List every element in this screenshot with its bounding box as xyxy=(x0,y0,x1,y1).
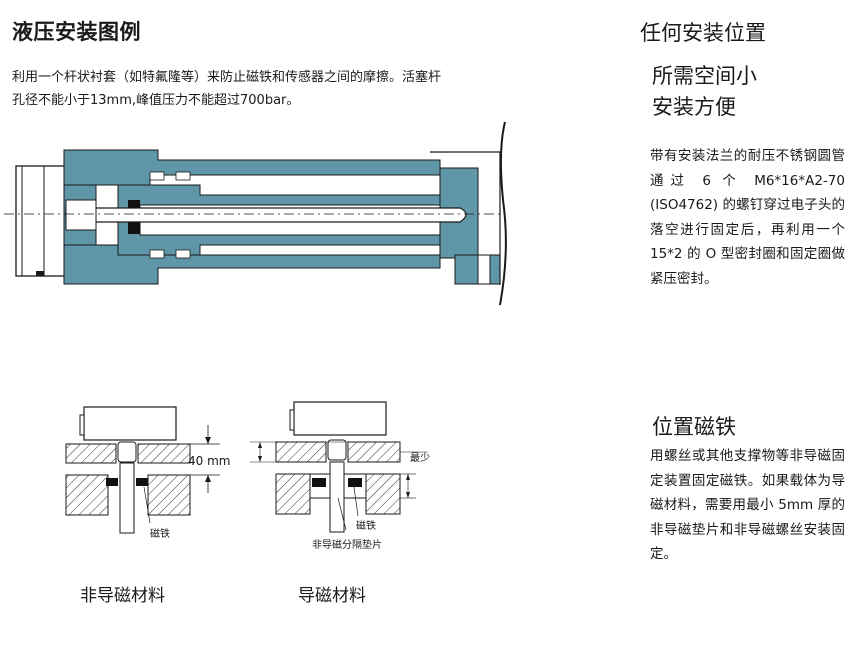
magnet-right xyxy=(348,478,362,487)
mounting-description: 带有安装法兰的耐压不锈钢圆管通过 6 个 M6*16*A2-70 (ISO476… xyxy=(650,148,845,287)
end-cap xyxy=(430,121,507,306)
sensor-rod xyxy=(329,461,345,533)
magnet-description: 用螺丝或其他支撑物等非导磁固定装置固定磁铁。如果载体为导磁材料，需要用最小 5m… xyxy=(650,448,845,562)
caption-magnetic: 导磁材料 xyxy=(298,586,366,606)
sensor-head xyxy=(83,406,177,441)
caption-non-magnetic: 非导磁材料 xyxy=(80,586,165,606)
non-magnetic-mounting-diagram: 40 mm 磁铁 xyxy=(65,406,230,540)
spacer-label: 非导磁分隔垫片 xyxy=(312,538,382,551)
sensor-head xyxy=(15,165,67,277)
magnet-label: 磁铁 xyxy=(150,527,170,540)
sensor-head xyxy=(293,401,387,436)
magnetic-mounting-diagram: 最少 磁铁 非导磁分隔垫片 xyxy=(250,401,430,551)
min-label: 最少 xyxy=(410,452,430,464)
page-title: 液压安装图例 xyxy=(12,20,141,44)
magnet-left xyxy=(312,478,326,487)
mounting-subtitle-easy: 安装方便 xyxy=(652,95,736,119)
dimension-label: 40 mm xyxy=(188,454,230,468)
mounting-title: 任何安装位置 xyxy=(640,21,766,45)
sensor-rod xyxy=(65,199,467,231)
cylinder-body xyxy=(63,149,501,285)
magnet-right xyxy=(136,478,148,486)
hydraulic-description: 利用一个杆状衬套（如特氟隆等）来防止磁铁和传感器之间的摩擦。活塞杆孔径不能小于1… xyxy=(12,70,442,108)
mounting-subtitle-space: 所需空间小 xyxy=(652,64,757,88)
sensor-rod xyxy=(119,462,135,534)
magnet-label: 磁铁 xyxy=(356,519,376,532)
hydraulic-cylinder-diagram xyxy=(4,121,507,306)
magnet-left xyxy=(106,478,118,486)
magnet-title: 位置磁铁 xyxy=(652,415,736,439)
